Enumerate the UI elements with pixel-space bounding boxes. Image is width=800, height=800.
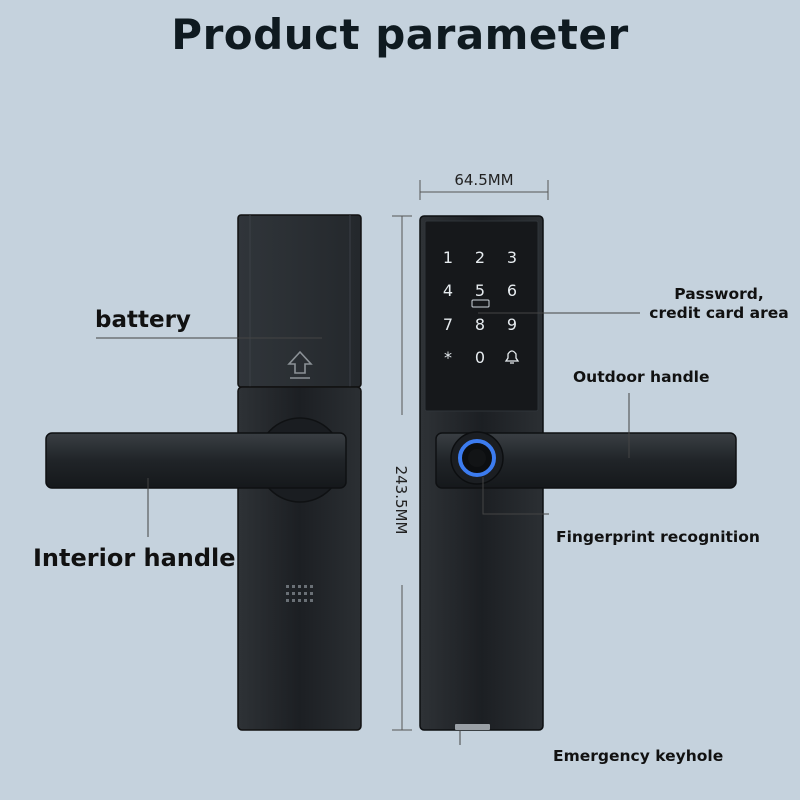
keypad-key-8[interactable]: 8 — [475, 315, 485, 334]
keypad-key-star[interactable]: * — [444, 348, 452, 367]
keypad-key-2[interactable]: 2 — [475, 248, 485, 267]
battery-cover — [237, 214, 362, 388]
emergency-keyhole-label: Emergency keyhole — [553, 747, 724, 765]
interior-handle-label: Interior handle — [33, 544, 236, 572]
speaker-grille — [286, 585, 313, 602]
leader-lines — [96, 312, 640, 745]
height-dimension — [392, 215, 412, 731]
password-area-label: Password, credit card area — [649, 285, 789, 322]
fingerprint-leader — [482, 477, 549, 515]
outdoor-handle-label: Outdoor handle — [573, 368, 710, 386]
keypad-key-5[interactable]: 5 — [475, 281, 485, 300]
bell-icon[interactable] — [504, 350, 520, 364]
card-reader-icon — [471, 299, 490, 308]
keypad-key-4[interactable]: 4 — [443, 281, 453, 300]
width-dimension — [419, 180, 549, 200]
interior-lock — [45, 214, 362, 731]
interior-handle-lever — [45, 432, 347, 489]
page-title: Product parameter — [171, 10, 629, 59]
keypad-key-9[interactable]: 9 — [507, 315, 517, 334]
height-dimension-label: 243.5MM — [392, 466, 410, 535]
arrow-up-icon — [287, 350, 313, 379]
outdoor-lock: 1 2 3 4 5 6 7 8 9 * 0 — [419, 215, 737, 731]
keypad-key-7[interactable]: 7 — [443, 315, 453, 334]
keypad-key-0[interactable]: 0 — [475, 348, 485, 367]
keypad-key-1[interactable]: 1 — [443, 248, 453, 267]
outdoor-handle-lever — [435, 432, 737, 489]
keypad-key-6[interactable]: 6 — [507, 281, 517, 300]
keypad-panel — [424, 220, 539, 412]
width-dimension-label: 64.5MM — [454, 171, 513, 189]
keypad-key-3[interactable]: 3 — [507, 248, 517, 267]
keypad: 1 2 3 4 5 6 7 8 9 * 0 — [443, 248, 520, 367]
battery-label: battery — [95, 307, 191, 333]
fingerprint-label: Fingerprint recognition — [556, 528, 760, 546]
keyhole-cover — [455, 724, 490, 730]
